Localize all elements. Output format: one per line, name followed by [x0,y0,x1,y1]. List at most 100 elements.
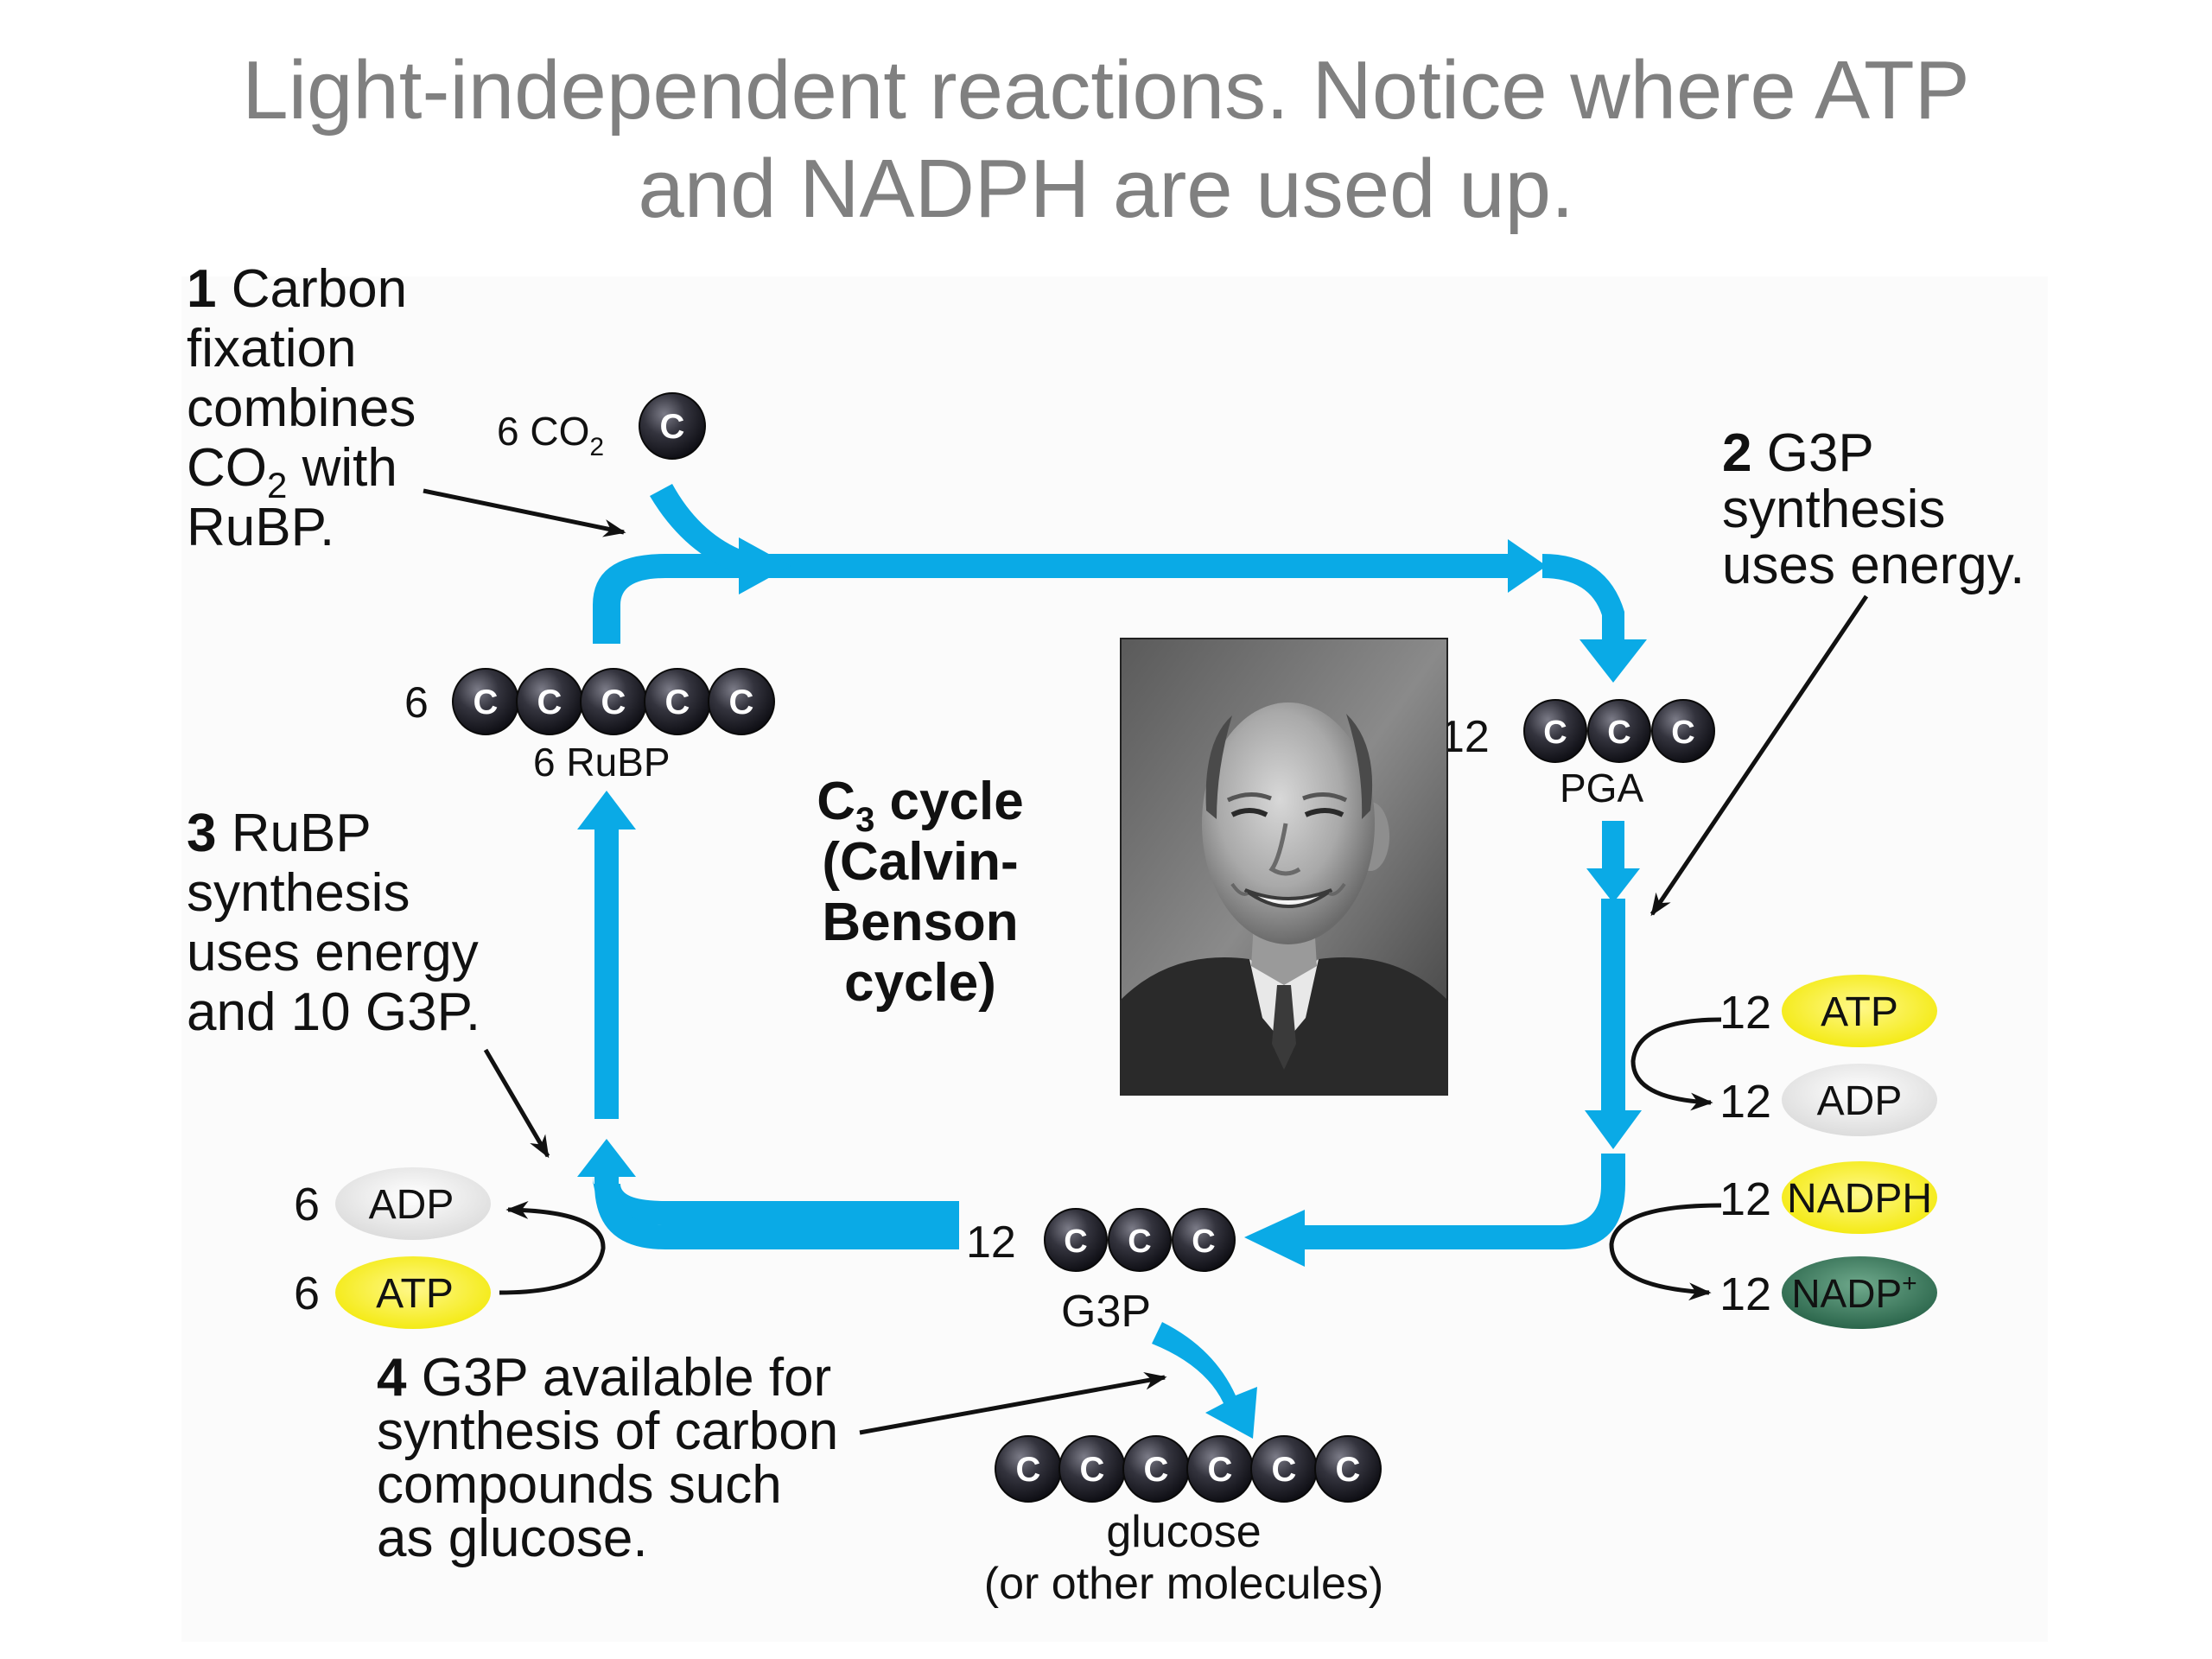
pga-carbon-atom: C [1587,699,1651,763]
glucose-carbon-letter: C [1272,1451,1297,1489]
rubp-label: 6 RuBP [533,740,671,785]
pga-arrowhead [1580,639,1647,683]
nadph-to-nadp-curve [1609,1203,1722,1301]
step-4-caption: 4 G3P available for synthesis of carbon … [377,1348,838,1568]
left-atp-label: ATP [376,1271,454,1317]
right-nadp-count: 12 [1719,1268,1771,1320]
pga-carbon-letter: C [1607,715,1630,751]
left-energy-group: 6 6 ADP ATP [294,1167,606,1329]
right-nadp-label: NADP+ [1791,1269,1916,1316]
g3p-carbon-atom: C [1172,1208,1236,1272]
left-adp-label: ADP [369,1182,454,1228]
atp-to-adp-curve [1630,1017,1722,1111]
glucose-carbon-atom: C [1250,1435,1318,1503]
rubp-carbon-letter: C [665,683,690,721]
glucose-sublabel: (or other molecules) [984,1559,1383,1609]
svg-text:uses energy: uses energy [187,923,479,982]
rubp-carbon-atom: C [644,668,711,735]
join-arrowhead [739,537,791,594]
bottom-right-curve [1305,1154,1625,1249]
svg-text:synthesis: synthesis [187,863,410,923]
rubp-carbon-atom: C [708,668,775,735]
rubp-carbon-atom: C [516,668,583,735]
right-adp-pill [1782,1064,1937,1136]
svg-text:and 10 G3P.: and 10 G3P. [187,982,480,1042]
left-up-arrowhead-lower [577,1139,636,1177]
glucose-carbon-atom: C [995,1435,1062,1503]
glucose-carbon-atom: C [1186,1435,1254,1503]
title-line-2: and NADPH are used up. [638,143,1574,235]
rubp-count: 6 [404,678,429,727]
co2-label: 6 CO2 [497,409,604,461]
atp-to-adp-left-curve [499,1201,606,1295]
right-adp-count: 12 [1719,1076,1771,1128]
top-arrow [752,539,1547,593]
left-atp-pill [335,1256,491,1329]
bottom-left-bar-fill [594,1175,959,1249]
right-atp-label: ATP [1821,989,1898,1035]
glucose-carbon-letter: C [1208,1451,1233,1489]
glucose-carbon-atom: C [1314,1435,1382,1503]
page-title: Light-independent reactions. Notice wher… [0,41,2212,238]
svg-text:combines: combines [187,378,416,438]
rubp-carbon-letter: C [474,683,499,721]
bottom-left-bar [593,1175,959,1225]
cycle-arrows [577,484,1647,1439]
step-1-pointer [423,488,626,537]
top-to-pga-curve [1542,554,1624,644]
pga-carbon-atom: C [1651,699,1715,763]
glucose-label: glucose [1106,1507,1261,1557]
right-energy-group: 12 12 12 12 ATP ADP NADPH NADP+ [1609,975,1937,1329]
svg-text:(Calvin-: (Calvin- [822,832,1018,892]
svg-text:compounds such: compounds such [377,1455,782,1515]
left-atp-count: 6 [294,1268,320,1319]
g3p-carbon-atom: C [1044,1208,1108,1272]
rubp-carbon-letter: C [537,683,563,721]
g3p-arrowhead [1244,1210,1305,1267]
co2-entry-arrow [650,484,752,578]
step-3-caption: 3 RuBP synthesis uses energy and 10 G3P. [187,804,480,1042]
rubp-carbon-letter: C [729,683,754,721]
svg-text:uses energy.: uses energy. [1722,536,2024,595]
rubp-carbon-letter: C [601,683,626,721]
svg-text:4 G3P available for: 4 G3P available for [377,1348,831,1408]
g3p-label: G3P [1061,1287,1151,1337]
right-nadph-pill [1782,1161,1937,1234]
svg-text:synthesis: synthesis [1722,480,1945,539]
step-1-caption: 1 Carbon fixation combines CO2 with RuBP… [187,259,416,557]
left-up-arrow [577,791,636,1119]
svg-text:synthesis of carbon: synthesis of carbon [377,1402,838,1461]
svg-text:2 G3P: 2 G3P [1722,423,1874,483]
rubp-carbon-atom: C [580,668,647,735]
pga-down-arrow-1 [1586,821,1640,903]
pga-carbon-letter: C [1543,715,1567,751]
glucose-carbon-letter: C [1016,1451,1041,1489]
right-nadph-label: NADPH [1787,1176,1932,1222]
svg-text:1 Carbon: 1 Carbon [187,259,407,319]
right-down-arrow [1585,899,1642,1149]
g3p-carbon-letter: C [1064,1224,1087,1260]
left-adp-count: 6 [294,1179,320,1230]
portrait-photo [1120,638,1448,1096]
g3p-to-glucose-arrow [1152,1322,1257,1439]
svg-text:CO2 with: CO2 with [187,438,397,505]
svg-text:3 RuBP: 3 RuBP [187,804,372,863]
co2-carbon-atom: C [639,392,706,460]
title-line-1: Light-independent reactions. Notice wher… [242,44,1970,137]
right-atp-count: 12 [1719,987,1771,1039]
pga-label: PGA [1560,766,1643,810]
pga-carbon-letter: C [1671,715,1694,751]
step-2-caption: 2 G3P synthesis uses energy. [1722,423,2024,595]
step-3-pointer [483,1048,550,1159]
step-4-pointer [859,1371,1167,1435]
glucose-carbon-atom: C [1122,1435,1190,1503]
right-nadph-count: 12 [1719,1173,1771,1225]
svg-text:C3 cycle: C3 cycle [817,772,1023,839]
g3p-count: 12 [966,1217,1016,1268]
step-2-pointer [1649,594,1869,917]
center-cycle-label: C3 cycle (Calvin- Benson cycle) [817,772,1023,1013]
svg-text:Benson: Benson [822,893,1018,952]
glucose-carbon-atom: C [1058,1435,1126,1503]
